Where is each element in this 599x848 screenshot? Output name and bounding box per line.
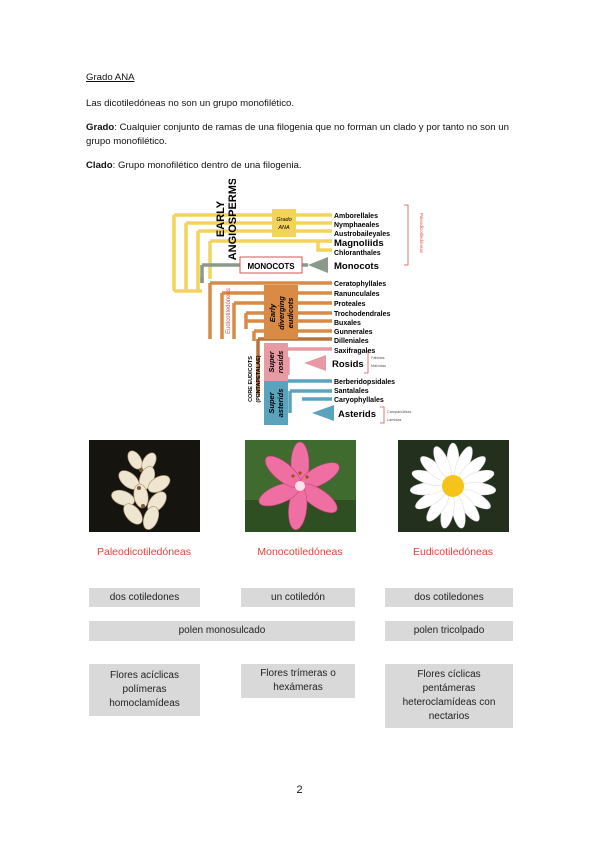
super-rosids-box [264, 343, 288, 381]
taxon-asterids: Asterids [338, 409, 376, 420]
definition-clado: : Grupo monofilético dentro de una filog… [112, 160, 302, 171]
taxon-trochodendrales: Trochodendrales [334, 311, 391, 318]
grado-label: Grado [276, 217, 291, 223]
eudi-flowers-line-1: Flores cíclicas [417, 669, 481, 680]
core-eudicots-label: CORE EUDICOTS [248, 356, 254, 402]
phylogeny-figure: Grado ANA MONOCOTS Early diverging eudic… [172, 179, 424, 425]
trait-mono-flowers: Flores trímeras o hexámeras [241, 664, 355, 698]
definition-grado: : Cualquier conjunto de ramas de una fil… [86, 122, 509, 147]
taxon-chloranthales: Chloranthales [334, 250, 381, 257]
paleo-flowers-line-3: homoclamídeas [109, 698, 180, 709]
trait-mono-cotyledons: un cotiledón [241, 588, 355, 607]
super-asterids-label-1: Super [267, 391, 276, 413]
section-heading: Grado ANA [86, 72, 135, 83]
taxon-berberidopsidales: Berberidopsidales [334, 379, 395, 386]
taxon-saxifragales: Saxifragales [334, 348, 375, 355]
taxon-buxales: Buxales [334, 320, 361, 327]
eudicots-label: eudicots [286, 298, 295, 329]
super-asterids-label-2: asterids [276, 389, 285, 418]
caption-eudicot: Eudicotiledóneas [413, 546, 493, 558]
eudicot-photo [398, 440, 509, 532]
trait-eudi-flowers: Flores cíclicas pentámeras heteroclamíde… [385, 664, 513, 728]
taxon-austrobaileyales: Austrobaileyales [334, 231, 390, 238]
page-number: 2 [296, 784, 303, 796]
term-grado: Grado [86, 122, 115, 133]
super-rosids-label-1: Super [267, 350, 276, 372]
diverging-label: diverging [277, 296, 286, 330]
early-label-big: EARLY [215, 200, 227, 237]
eudi-flowers-line-4: nectarios [428, 711, 470, 722]
taxon-nymphaeales: Nymphaeales [334, 222, 379, 229]
early-label: Early [268, 303, 277, 322]
eudi-flowers-line-3: heteroclamídeas con [402, 697, 496, 708]
rosid-note-malvidas: Málvidas [371, 364, 386, 368]
monocots-triangle [308, 257, 328, 273]
taxon-ranunculales: Ranunculales [334, 291, 380, 298]
taxon-amborellales: Amborellales [334, 213, 378, 220]
paragraph-clado: Clado: Grupo monofilético dentro de una … [86, 159, 301, 173]
taxon-caryophyllales: Caryophyllales [334, 397, 384, 404]
trait-paleo-cotyledons: dos cotiledones [89, 588, 200, 607]
caption-monocot: Monocotiledóneas [257, 546, 343, 558]
taxon-proteales: Proteales [334, 301, 366, 308]
rosids-triangle [304, 355, 326, 371]
trait-pollen-monosulcate: polen monosulcado [89, 621, 355, 641]
mono-flowers-line-2: hexámeras [273, 682, 323, 693]
asterid-note-lamidas: Lámidas [387, 418, 401, 422]
eudicot-side-label: Eudicotiledóneas [226, 288, 232, 334]
paragraph-dicots: Las dicotiledóneas no son un grupo monof… [86, 98, 295, 109]
taxon-monocots: Monocots [334, 261, 379, 272]
paleo-flowers-line-2: polímeras [122, 684, 167, 695]
pentapetalae-label: (PENTAPETALAE) [256, 355, 262, 402]
trait-pollen-tricolpate: polen tricolpado [385, 621, 513, 641]
monocots-box [239, 256, 303, 274]
eudi-flowers-line-2: pentámeras [422, 683, 476, 694]
super-asterids-box [264, 381, 288, 425]
asterids-triangle [312, 405, 334, 421]
ana-label: ANA [277, 225, 290, 231]
early-diverging-box [264, 285, 298, 339]
trait-paleo-flowers: Flores acíclicas polímeras homoclamídeas [89, 664, 200, 716]
grado-ana-box [272, 209, 296, 237]
taxon-ceratophyllales: Ceratophyllales [334, 281, 386, 288]
paragraph-grado: Grado: Cualquier conjunto de ramas de un… [86, 121, 516, 149]
trait-eudi-cotyledons: dos cotiledones [385, 588, 513, 607]
term-clado: Clado [86, 160, 113, 171]
monocot-photo [245, 440, 356, 532]
mono-flowers-line-1: Flores trímeras o [260, 668, 336, 679]
caption-paleodicot: Paleodicotiledóneas [97, 546, 191, 558]
taxon-santalales: Santalales [334, 388, 369, 395]
paleo-flowers-line-1: Flores acíclicas [110, 670, 179, 681]
monocots-box-label: MONOCOTS [247, 262, 295, 271]
paleodicot-photo [89, 440, 200, 532]
taxon-dilleniales: Dilleniales [334, 338, 369, 345]
taxon-rosids: Rosids [332, 359, 364, 370]
taxon-magnoliids: Magnoliids [334, 238, 384, 249]
paleo-side-label: Paleodicotiledóneas [419, 213, 424, 254]
angiosperms-label: ANGIOSPERMS [227, 179, 239, 260]
rosid-note-fabidas: Fábidas [371, 356, 385, 360]
taxon-gunnerales: Gunnerales [334, 329, 373, 336]
asterid-note-campanulidas: Campanúlidas [387, 410, 411, 414]
super-rosids-label-2: rosids [276, 351, 285, 374]
